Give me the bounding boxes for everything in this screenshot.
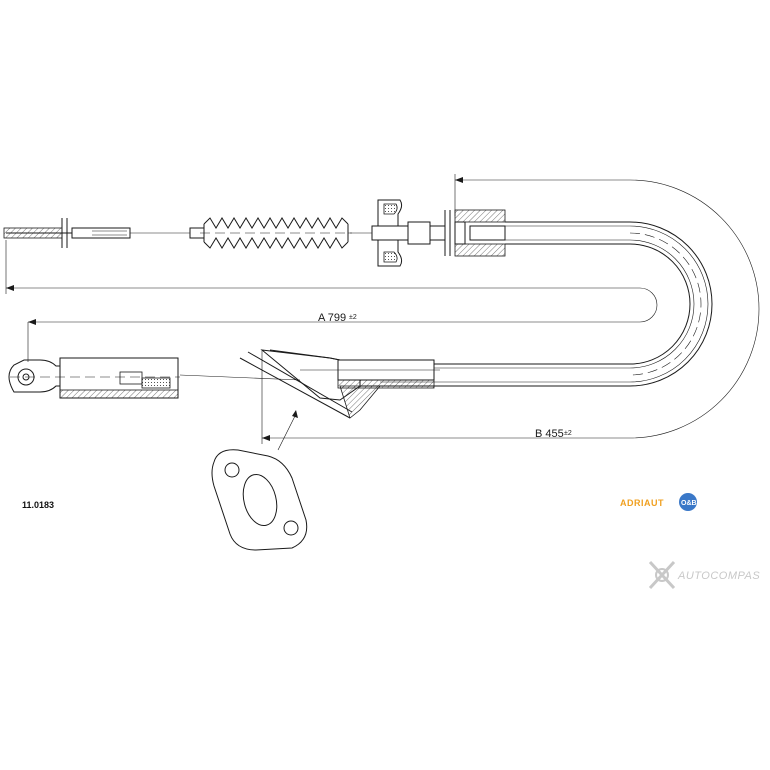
outer-cable-upper <box>505 221 630 245</box>
end-bracket <box>239 349 440 419</box>
gasket-leader <box>277 410 298 451</box>
inner-wire-lower <box>179 374 301 381</box>
brand-mark: O&B <box>681 500 697 507</box>
threaded-end <box>3 218 131 248</box>
dimension-b-tolerance: ±2 <box>564 430 572 437</box>
dimension-b: B 455 ±2 <box>261 174 760 444</box>
watermark-text: AUTOCOMPAS <box>677 570 760 582</box>
dimension-a: A 799 ±2 <box>5 240 658 362</box>
dimension-b-label: B 455 <box>535 428 564 440</box>
brand-mark-icon <box>679 493 697 511</box>
dimension-a-label: A 799 <box>318 312 346 324</box>
grommet-mount <box>371 199 445 267</box>
crossed-tools-icon <box>648 560 676 590</box>
cable-bend <box>629 221 713 387</box>
part-number: 11.0183 <box>22 500 54 510</box>
dimension-a-tolerance: ±2 <box>349 314 357 321</box>
gasket-detail <box>211 449 308 551</box>
eye-end-fitting <box>8 357 180 399</box>
brand-logo: ADRIAUT O&B <box>620 493 697 511</box>
brand-name: ADRIAUT <box>620 498 664 508</box>
rubber-boot <box>189 217 352 249</box>
cable-adjuster <box>444 209 506 257</box>
watermark-logo: AUTOCOMPAS <box>648 560 760 590</box>
